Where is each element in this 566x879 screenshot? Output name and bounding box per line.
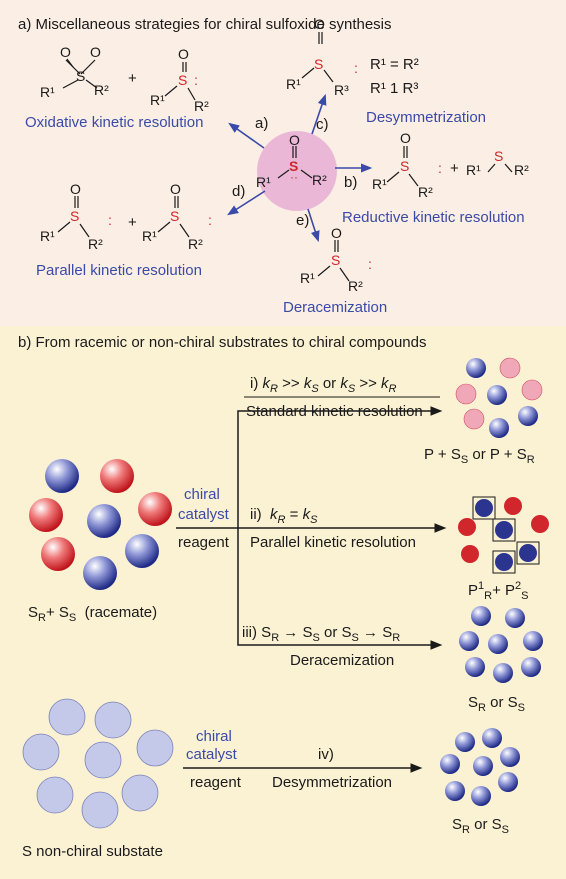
atom-o: O: [289, 132, 300, 148]
route-i-name: Standard kinetic resolution: [246, 403, 423, 420]
atom-r2: R²: [514, 162, 529, 178]
route-iii-condition: iii) SR → SS or SS → SR: [242, 624, 401, 644]
atom-r1: R¹: [40, 228, 55, 244]
sulfoxide-structure-e: [317, 240, 350, 282]
arrow-route-i: [237, 406, 443, 528]
route-letter-e: e): [296, 212, 310, 229]
atom-r1: R¹: [286, 76, 301, 92]
sulfoxide-structure-center: [277, 146, 313, 179]
route-letter-d: d): [232, 183, 246, 200]
atom-o: O: [178, 46, 189, 62]
atom-o: O: [90, 44, 101, 60]
atom-r2: R²: [94, 82, 109, 98]
atom-s: S: [70, 208, 80, 224]
atom-r1: R¹: [150, 92, 165, 108]
product-spheres-route-iv: [440, 728, 520, 806]
atom-r1: R¹: [300, 270, 315, 286]
reagent-label: reagent: [178, 534, 229, 551]
sulfoxide-structure-b: [386, 146, 513, 187]
route-iv-product: SR or SS: [452, 816, 509, 836]
route-iii-name: Deracemization: [290, 652, 395, 669]
atom-s: S: [76, 68, 86, 84]
arrow-route-iii: [237, 528, 443, 650]
plus-sign: +: [450, 160, 459, 177]
condition-r1-equals-r2: R¹ = R²: [370, 56, 419, 73]
route-iv-number: iv): [318, 746, 334, 763]
label-deracemization: Deracemization: [283, 299, 388, 316]
label-reductive-kinetic-resolution: Reductive kinetic resolution: [342, 209, 525, 226]
atom-o: O: [170, 181, 181, 197]
atom-r2: R²: [188, 236, 203, 252]
racemate-label: SR+ SS (racemate): [28, 604, 158, 624]
panel-a-title: a) Miscellaneous strategies for chiral s…: [18, 16, 392, 33]
atom-r1: R¹: [40, 84, 55, 100]
panel-b-title: b) From racemic or non-chiral substrates…: [18, 334, 427, 351]
atom-r2: R²: [312, 172, 327, 188]
route-ii-product: P1R+ P2S: [468, 580, 529, 602]
catalyst-label-line2: catalyst: [178, 506, 229, 523]
atom-r2: R²: [418, 184, 433, 200]
reagent-label: reagent: [190, 774, 241, 791]
route-letter-c: c): [316, 116, 329, 133]
atom-r2: R²: [194, 98, 209, 114]
atom-s: S: [314, 56, 324, 72]
plus-sign: +: [128, 214, 137, 231]
atom-r1: R¹: [372, 176, 387, 192]
atom-s: S: [331, 252, 341, 268]
label-oxidative-kinetic-resolution: Oxidative kinetic resolution: [25, 114, 204, 131]
atom-r2: R²: [88, 236, 103, 252]
catalyst-label-line1: chiral: [184, 486, 220, 503]
atom-r1: R¹: [142, 228, 157, 244]
atom-r1: R¹: [256, 174, 271, 190]
sulfone-structure: [62, 58, 98, 89]
route-ii-name: Parallel kinetic resolution: [250, 534, 416, 551]
atom-r2: R²: [348, 278, 363, 294]
route-iv-name: Desymmetrization: [272, 774, 393, 791]
catalyst-label-line2: catalyst: [186, 746, 237, 763]
central-sulfoxide-highlight: [257, 131, 337, 211]
atom-o: O: [331, 225, 342, 241]
product-spheres-route-ii: [458, 496, 549, 574]
sulfoxide-structures-d: [57, 196, 190, 238]
atom-s: S: [400, 158, 410, 174]
arrow-d: [227, 190, 266, 216]
atom-s: S: [178, 72, 188, 88]
label-desymmetrization: Desymmetrization: [366, 109, 487, 126]
route-letter-a: a): [255, 115, 269, 132]
product-spheres-route-i: [455, 357, 543, 438]
arrow-c: [311, 93, 327, 135]
route-i-product: P + SS or P + SR: [424, 446, 535, 466]
nonchiral-spheres: [22, 698, 174, 829]
racemate-spheres: [29, 459, 172, 590]
route-i-condition: i) kR >> kS or kS >> kR: [250, 375, 397, 395]
atom-r3: R³: [334, 82, 349, 98]
sulfoxide-structure-c: [301, 32, 334, 83]
nonchiral-label: S non-chiral substate: [22, 843, 163, 860]
route-letter-b: b): [344, 174, 358, 191]
atom-r1: R¹: [466, 162, 481, 178]
atom-o: O: [314, 16, 325, 32]
arrow-a: [228, 122, 265, 149]
atom-o: O: [400, 130, 411, 146]
atom-o: O: [60, 44, 71, 60]
label-parallel-kinetic-resolution: Parallel kinetic resolution: [36, 262, 202, 279]
plus-sign: +: [128, 70, 137, 87]
atom-o: O: [70, 181, 81, 197]
route-ii-condition: ii) kR = kS: [250, 506, 318, 526]
sulfide-structure-a: [164, 62, 196, 101]
arrow-e: [307, 208, 320, 243]
atom-s: S: [494, 148, 504, 164]
atom-s-center: S: [289, 158, 299, 174]
atom-s: S: [170, 208, 180, 224]
condition-r1-not-r3: R¹ 1 R³: [370, 80, 419, 97]
catalyst-label-line1: chiral: [196, 728, 232, 745]
product-spheres-route-iii: [459, 606, 543, 683]
route-iii-product: SR or SS: [468, 694, 525, 714]
